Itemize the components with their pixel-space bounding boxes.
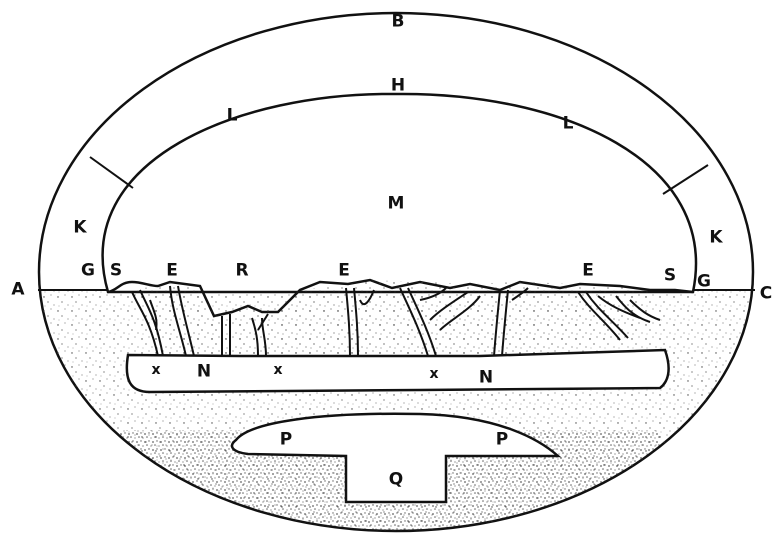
label-s-left: S bbox=[110, 263, 122, 280]
label-p-left: P bbox=[280, 432, 292, 449]
label-x-1: x bbox=[151, 363, 160, 377]
label-e-2: E bbox=[338, 263, 350, 280]
label-n-2: N bbox=[479, 370, 493, 387]
label-a: A bbox=[11, 282, 24, 299]
label-l-right: L bbox=[563, 116, 574, 133]
label-n-1: N bbox=[197, 364, 211, 381]
label-k-right: K bbox=[709, 230, 722, 247]
label-x-2: x bbox=[273, 363, 282, 377]
label-k-left: K bbox=[73, 220, 86, 237]
label-b: B bbox=[392, 14, 405, 31]
label-e-3: E bbox=[582, 263, 594, 280]
label-g-left: G bbox=[81, 263, 95, 280]
label-p-right: P bbox=[496, 432, 508, 449]
label-c: C bbox=[760, 286, 772, 303]
label-h: H bbox=[391, 78, 405, 95]
label-l-left: L bbox=[227, 108, 238, 125]
label-r: R bbox=[235, 263, 248, 280]
label-m: M bbox=[388, 196, 405, 213]
label-q: Q bbox=[389, 472, 403, 489]
label-x-3: x bbox=[429, 367, 438, 381]
label-e-1: E bbox=[166, 263, 178, 280]
label-s-right: S bbox=[664, 268, 676, 285]
label-g-right: G bbox=[697, 274, 711, 291]
